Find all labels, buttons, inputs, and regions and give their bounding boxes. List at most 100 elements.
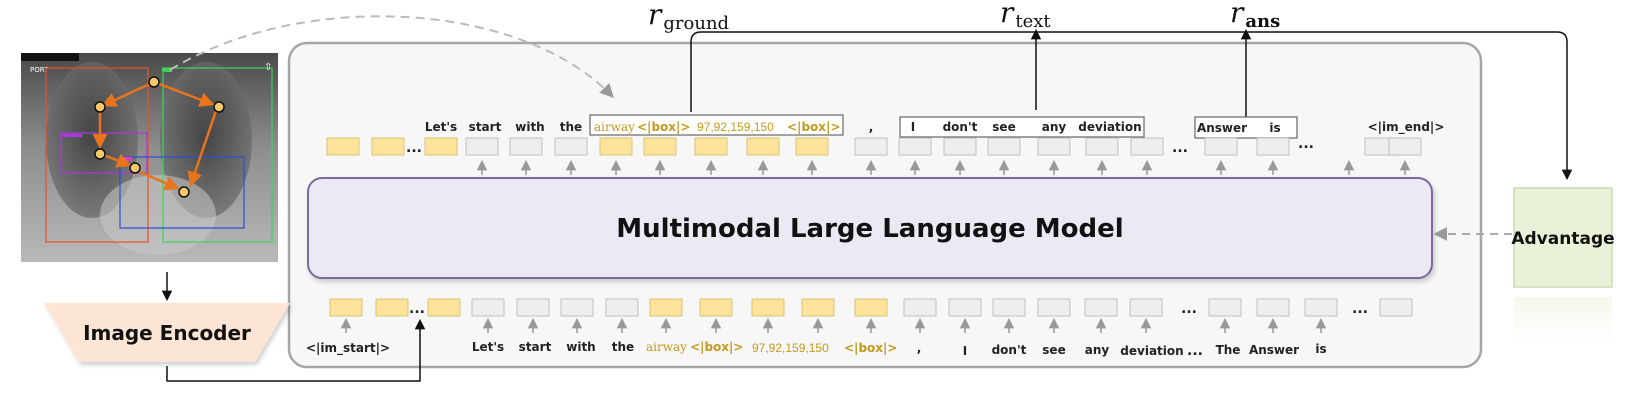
out-the: the: [560, 120, 582, 134]
input-token: [1208, 298, 1242, 317]
in-box-open: <|box|>: [690, 340, 743, 354]
output-token: [898, 137, 932, 156]
output-token-row: [326, 137, 1422, 156]
out-any: any: [1042, 120, 1067, 134]
input-ellipsis-2: ...: [1187, 343, 1203, 359]
input-token: [1379, 298, 1413, 317]
output-ellipsis-1: ...: [406, 140, 422, 156]
output-token: [371, 137, 405, 156]
output-token: [987, 137, 1021, 156]
out-is: is: [1269, 121, 1280, 135]
output-token: [854, 137, 888, 156]
output-token: [1085, 137, 1119, 156]
out-box-close: <|box|>: [787, 120, 840, 134]
out-i: I: [911, 120, 915, 134]
xray-label: PORT: [30, 66, 49, 74]
out-answer: Answer: [1197, 121, 1247, 135]
grounding-span-box: [589, 114, 844, 136]
input-arrows: [340, 317, 1327, 333]
in-the: the: [612, 340, 634, 354]
output-token: [554, 137, 588, 156]
input-token: [992, 298, 1026, 317]
out-coords: 97,92,159,150: [697, 120, 774, 134]
advantage-label: Advantage: [1511, 229, 1614, 249]
in-deviation: deviation: [1120, 344, 1183, 358]
input-token: [471, 298, 505, 317]
input-token: [1037, 298, 1071, 317]
out-airway: airway: [594, 120, 635, 134]
advantage-block: [1513, 187, 1613, 288]
in-airway: airway: [646, 340, 687, 354]
output-token: [1037, 137, 1071, 156]
output-ellipsis-2: ...: [1172, 140, 1188, 156]
input-token: [427, 298, 461, 317]
in-any: any: [1085, 343, 1110, 357]
output-token: [465, 137, 499, 156]
input-token: [751, 298, 785, 317]
input-token: [1129, 298, 1163, 317]
input-token: [1084, 298, 1118, 317]
input-token: [801, 298, 835, 317]
out-dont: don't: [943, 120, 978, 134]
out-start: start: [469, 120, 502, 134]
input-token: [903, 298, 937, 317]
out-deviation: deviation: [1078, 120, 1141, 134]
input-token: [329, 298, 363, 317]
output-token: [1388, 137, 1422, 156]
mllm-block: [307, 177, 1433, 279]
in-answer: Answer: [1249, 343, 1299, 357]
input-token-row: [329, 298, 1413, 317]
xray-image: PORT ⇧: [21, 53, 278, 262]
answer-span-box: [1194, 116, 1298, 139]
input-ellipsis-4: ...: [1352, 301, 1368, 317]
mllm-title: Multimodal Large Language Model: [616, 214, 1123, 244]
output-token: [943, 137, 977, 156]
svg-text:⇧: ⇧: [264, 62, 272, 73]
input-token: [948, 298, 982, 317]
output-token: [424, 137, 458, 156]
output-token: [599, 137, 633, 156]
input-ellipsis-1: ...: [409, 301, 425, 317]
output-token: [1204, 137, 1238, 156]
input-token: [649, 298, 683, 317]
image-encoder-label: Image Encoder: [83, 321, 251, 345]
out-with: with: [515, 120, 544, 134]
output-token: [643, 137, 677, 156]
output-token: [1256, 137, 1290, 156]
input-token: [375, 298, 409, 317]
output-token: [694, 137, 728, 156]
output-token: [326, 137, 360, 156]
in-is: is: [1315, 342, 1326, 356]
in-comma: ,: [917, 341, 922, 355]
image-encoder: [44, 303, 290, 362]
input-token: [560, 298, 594, 317]
in-start: start: [519, 340, 552, 354]
output-token: [1130, 137, 1164, 156]
in-i: I: [963, 344, 967, 358]
input-ellipsis-3: ...: [1181, 301, 1197, 317]
out-comma: ,: [869, 120, 874, 134]
output-token: [509, 137, 543, 156]
input-token: [699, 298, 733, 317]
input-token: [1256, 298, 1290, 317]
input-token: [516, 298, 550, 317]
encoder-to-input-arrow: [166, 318, 426, 382]
out-lets: Let's: [425, 120, 457, 134]
text-span-box: [899, 116, 1145, 138]
input-token: [854, 298, 888, 317]
output-arrows: [476, 159, 1411, 175]
ground-reward-line: [690, 31, 1573, 181]
out-im-end: <|im_end|>: [1368, 120, 1445, 135]
in-coords: 97,92,159,150: [752, 341, 829, 355]
in-see: see: [1042, 343, 1065, 357]
advantage-reflection: [1514, 297, 1612, 357]
in-with: with: [566, 340, 595, 354]
grounding-link-arrow: [169, 15, 614, 99]
out-box-open: <|box|>: [637, 120, 690, 134]
